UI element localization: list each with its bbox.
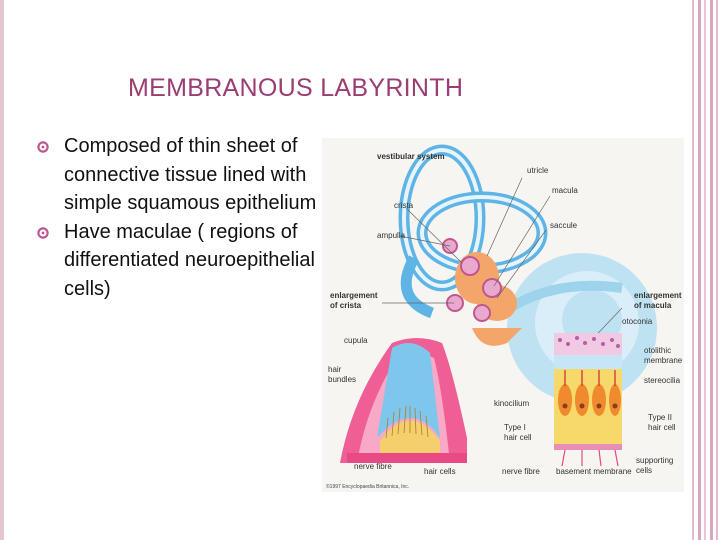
label-nerve-fibre-right: nerve fibre	[502, 467, 540, 476]
slide-frame-right	[690, 0, 720, 540]
slide-frame-left	[0, 0, 4, 540]
bullet-text: Composed of thin sheet of connective tis…	[64, 135, 317, 214]
label-type1-hair-cell-2: hair cell	[504, 433, 532, 442]
label-utricle: utricle	[527, 166, 549, 175]
label-enlargement-crista-1: enlargement	[330, 291, 378, 300]
label-copyright: ©1997 Encyclopaedia Britannica, Inc.	[326, 483, 409, 490]
label-enlargement-macula-1: enlargement	[634, 291, 682, 300]
macula-enlargement	[554, 333, 622, 467]
bullet-text: Have maculae ( regions of differentiated…	[64, 220, 315, 300]
label-hair-cells: hair cells	[424, 467, 456, 476]
ring-bullet-icon	[37, 226, 49, 239]
label-enlargement-crista-2: of crista	[330, 301, 362, 310]
ring-bullet-icon	[37, 141, 49, 153]
labyrinth-diagram: vestibular system utricle macula crista …	[322, 138, 684, 492]
crista-enlargement	[340, 338, 467, 463]
label-type2-hair-cell-2: hair cell	[648, 423, 676, 432]
bullet-item: Have maculae ( regions of differentiated…	[30, 218, 330, 304]
label-otolithic-membrane-1: otolithic	[644, 346, 671, 355]
label-ampulla: ampulla	[377, 231, 406, 240]
label-hair-bundles-1: hair	[328, 365, 342, 374]
slide-title: MEMBRANOUS LABYRINTH	[128, 74, 464, 102]
label-supporting-cells-1: supporting	[636, 456, 673, 465]
label-nerve-fibre-left: nerve fibre	[354, 462, 392, 471]
label-cupula: cupula	[344, 336, 368, 345]
bullet-item: Composed of thin sheet of connective tis…	[30, 132, 330, 218]
label-vestibular-system: vestibular system	[377, 152, 445, 161]
label-otolithic-membrane-2: membrane	[644, 356, 683, 365]
label-enlargement-macula-2: of macula	[634, 301, 672, 310]
bullet-list: Composed of thin sheet of connective tis…	[30, 132, 330, 303]
label-type2-hair-cell-1: Type II	[648, 413, 672, 422]
vestibule	[442, 238, 522, 346]
label-macula: macula	[552, 186, 578, 195]
label-kinocilium: kinocilium	[494, 399, 529, 408]
label-supporting-cells-2: cells	[636, 466, 652, 475]
diagram-labels: vestibular system utricle macula crista …	[326, 152, 683, 490]
label-type1-hair-cell-1: Type I	[504, 423, 526, 432]
label-saccule: saccule	[550, 221, 578, 230]
label-hair-bundles-2: bundles	[328, 375, 356, 384]
label-otoconia: otoconia	[622, 317, 653, 326]
semicircular-canals	[398, 144, 548, 319]
label-basement-membrane: basement membrane	[556, 467, 632, 476]
label-stereocilia: stereocilia	[644, 376, 681, 385]
label-crista: crista	[394, 201, 414, 210]
